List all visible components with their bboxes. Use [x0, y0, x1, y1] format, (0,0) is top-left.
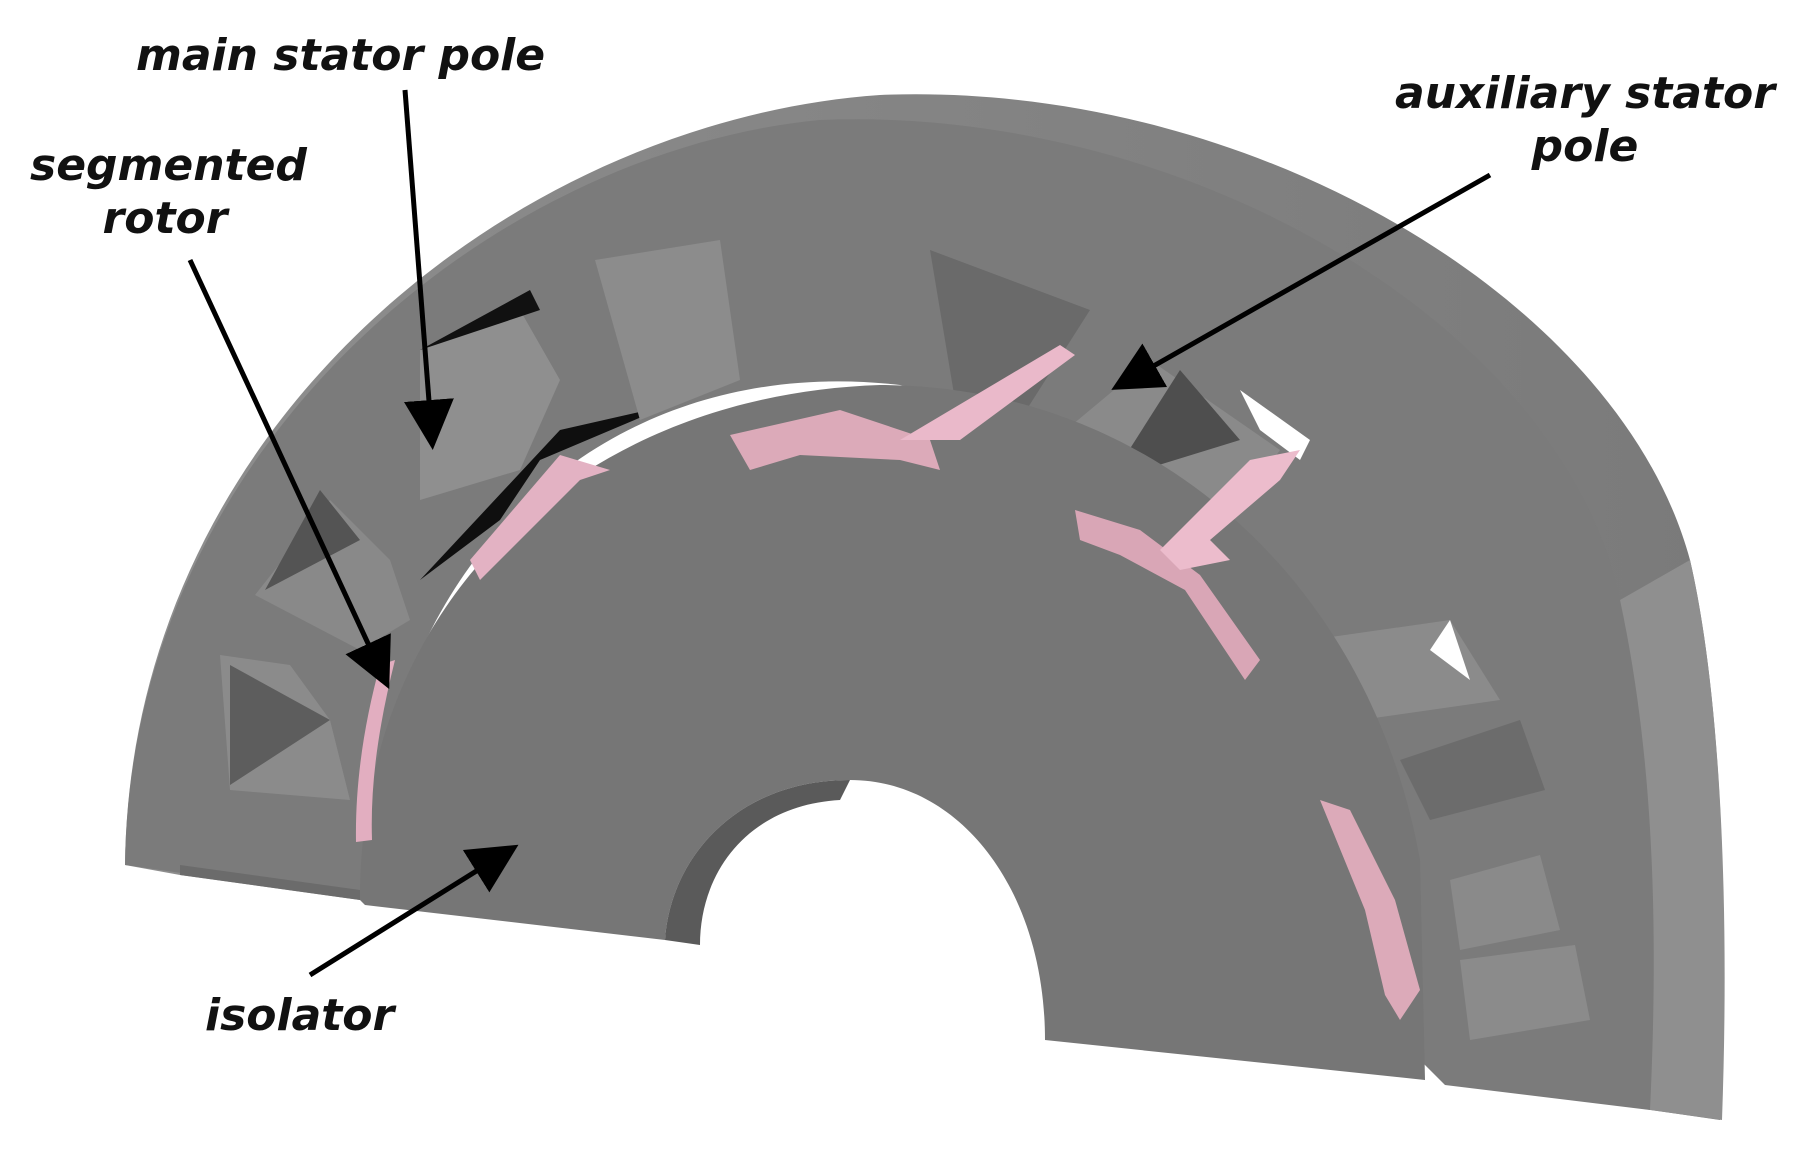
label-segmented-rotor-line2: rotor: [102, 192, 228, 244]
pole-slot: [1450, 855, 1560, 950]
rotor-segment: [1160, 450, 1300, 570]
label-segmented-rotor: segmented rotor: [30, 140, 307, 246]
leader-arrows: [187, 89, 1492, 978]
edge: [180, 865, 360, 900]
slot-shadow: [230, 665, 330, 785]
arrow-auxiliary-stator-pole: [1111, 172, 1492, 390]
label-segmented-rotor-line1: segmented: [30, 140, 307, 191]
slot-shadow: [265, 490, 360, 590]
main-stator-pole-face: [420, 310, 560, 500]
rotor-segment: [470, 455, 610, 580]
label-auxiliary-stator-pole-line1: auxiliary stator: [1395, 68, 1775, 119]
pole-slot: [255, 500, 410, 650]
pole-slot: [930, 250, 1090, 430]
pole-slot: [1400, 720, 1545, 820]
slot-white-gap: [1430, 620, 1470, 680]
arrow-main-stator-pole: [402, 89, 454, 450]
stator-side-band: [1620, 560, 1725, 1120]
arrow-isolator: [308, 844, 519, 978]
label-main-stator-pole: main stator pole: [136, 30, 546, 81]
rotor-segment: [355, 660, 395, 842]
rotor-segment: [730, 410, 940, 470]
arrow-segmented-rotor: [187, 258, 391, 690]
rotor-segment: [900, 345, 1075, 440]
label-auxiliary-stator-pole-line2: pole: [1531, 120, 1639, 172]
rotor-segment: [1075, 510, 1260, 680]
pole-slot: [1460, 945, 1590, 1040]
label-isolator: isolator: [205, 990, 395, 1041]
slot-shadow: [1110, 370, 1240, 480]
rotor-segment: [1320, 800, 1420, 1020]
pole-slot: [595, 240, 740, 420]
label-auxiliary-stator-pole: auxiliary stator pole: [1395, 68, 1775, 174]
segmented-rotor: [355, 345, 1420, 1020]
isolator-bore-shadow: [665, 780, 850, 945]
slot-white-gap: [1240, 390, 1310, 460]
slot-dark-wedge: [420, 290, 540, 350]
